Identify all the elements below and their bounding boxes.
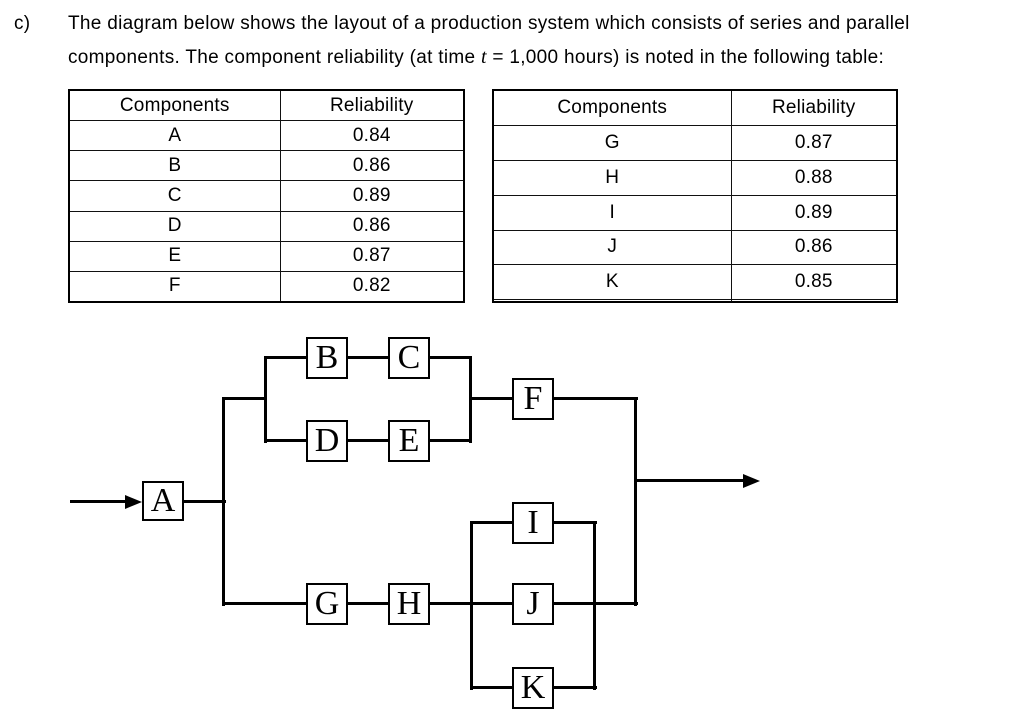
connector-merge-vertical-right [634,397,637,606]
node-j: J [512,583,554,625]
reliability-cell: 0.86 [279,210,465,242]
component-cell [492,299,732,303]
question-label: c) [14,13,31,34]
reliability-cell: 0.88 [730,159,898,196]
connector-de-in [266,439,306,442]
connector-bcde-left-rail [264,356,267,443]
connector-i-in [471,521,512,524]
reliability-cell: 0.87 [279,240,465,272]
reliability-cell: 0.84 [279,120,465,152]
question-text-line2-pre: components. The component reliability (a… [68,47,481,68]
connector-j-out [554,602,638,605]
table-header-row: Components Reliability [68,89,465,122]
connector-f-in [470,397,512,400]
component-cell: B [68,150,281,182]
input-arrow-icon [125,495,142,509]
connector-input-line [70,500,128,503]
reliability-cell: 0.89 [279,180,465,212]
component-cell: A [68,120,281,152]
reliability-cell: 0.82 [279,270,465,303]
reliability-cell: 0.86 [730,229,898,266]
node-f: F [512,378,554,420]
node-b: B [306,337,348,379]
reliability-cell: 0.86 [279,150,465,182]
component-cell: D [68,210,281,242]
connector-a-out [184,500,226,503]
component-cell: G [492,125,732,161]
connector-ijk-left-rail [470,521,473,690]
connector-g-h [348,602,388,605]
connector-bc-in [266,356,306,359]
output-arrow-icon [743,474,760,488]
table-header-reliability: Reliability [730,89,898,127]
component-cell: H [492,159,732,196]
node-e: E [388,420,430,462]
component-cell: E [68,240,281,272]
connector-output-line [636,479,744,482]
reliability-cell [730,299,898,303]
component-cell: C [68,180,281,212]
node-c: C [388,337,430,379]
component-cell: F [68,270,281,303]
node-a: A [142,481,184,521]
connector-i-out [554,521,597,524]
component-cell: J [492,229,732,266]
reliability-cell: 0.87 [730,125,898,161]
node-i: I [512,502,554,544]
component-cell: I [492,194,732,231]
connector-b-c [348,356,388,359]
table-header-reliability: Reliability [279,89,465,122]
connector-low-feeder [224,602,306,605]
node-g: G [306,583,348,625]
table-header-components: Components [68,89,281,122]
connector-k-out [554,686,597,689]
node-d: D [306,420,348,462]
connector-split-vertical-left [222,397,225,606]
question-text-line2: components. The component reliability (a… [68,46,884,69]
node-h: H [388,583,430,625]
connector-top-feeder [224,397,267,400]
table-header-components: Components [492,89,732,127]
connector-c-out [430,356,471,359]
question-text-line1: The diagram below shows the layout of a … [68,13,910,34]
component-cell: K [492,264,732,301]
node-k: K [512,667,554,709]
connector-f-out [554,397,638,400]
table-row [492,299,898,303]
reliability-cell: 0.89 [730,194,898,231]
reliability-cell: 0.85 [730,264,898,301]
question-text-time-variable: t [480,46,487,68]
connector-k-in [471,686,512,689]
connector-d-e [348,439,388,442]
connector-e-out [430,439,471,442]
connector-ijk-right-rail [593,521,596,690]
question-text-line2-post: = 1,000 hours) is noted in the following… [486,47,885,68]
table-header-row: Components Reliability [492,89,898,127]
